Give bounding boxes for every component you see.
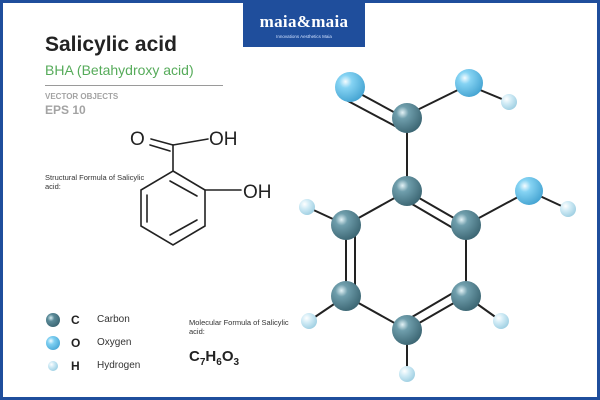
- hydrogen-atom-icon: [501, 94, 517, 110]
- logo-tagline: Innovations Aesthetics Maia: [276, 34, 332, 39]
- formula-h: H: [205, 348, 217, 365]
- eps-version-label: EPS 10: [45, 103, 86, 117]
- carbon-atom-icon: [331, 281, 361, 311]
- structural-formula-diagram: O OH OH: [130, 129, 272, 246]
- carbon-atom-icon: [392, 176, 422, 206]
- ball-and-stick-model: [299, 69, 576, 382]
- formula-o-count: 3: [233, 357, 240, 368]
- carbon-atom-icon: [451, 281, 481, 311]
- legend-hydrogen: H Hydrogen: [45, 358, 195, 374]
- carbon-atom-icon: [331, 210, 361, 240]
- carbon-atom-icon: [451, 210, 481, 240]
- formula-h-count: 6: [216, 357, 222, 368]
- page-subtitle: BHA (Betahydroxy acid): [45, 62, 194, 78]
- legend-oxygen-symbol: O: [71, 336, 81, 350]
- formula-o: O: [221, 348, 234, 365]
- legend-oxygen-name: Oxygen: [97, 337, 132, 348]
- legend-hydrogen-name: Hydrogen: [97, 360, 141, 371]
- brand-logo[interactable]: maia&maia Innovations Aesthetics Maia: [243, 3, 365, 47]
- oh-top-label: OH: [209, 129, 238, 150]
- formula-c: C: [189, 348, 200, 365]
- molecular-formula-label: Molecular Formula of Salicylic acid:: [189, 318, 289, 337]
- oxygen-atom-icon: [46, 336, 60, 350]
- oxygen-atom-icon: [455, 69, 483, 97]
- oxygen-atom-icon: [335, 72, 365, 102]
- hydrogen-atom-icon: [299, 199, 315, 215]
- vector-objects-label: VECTOR OBJECTS: [45, 92, 119, 101]
- carbon-atom-icon: [392, 315, 422, 345]
- hydrogen-atom-icon: [493, 313, 509, 329]
- hydrogen-atom-icon: [399, 366, 415, 382]
- header-divider: [45, 85, 223, 86]
- legend-carbon-symbol: C: [71, 313, 80, 327]
- legend-carbon-name: Carbon: [97, 314, 130, 325]
- hydrogen-atom-icon: [48, 361, 58, 371]
- page-title: Salicylic acid: [45, 33, 177, 56]
- carbon-atom-icon: [392, 103, 422, 133]
- legend-oxygen: O Oxygen: [45, 335, 195, 351]
- hydrogen-atom-icon: [560, 201, 576, 217]
- formula-c-count: 7: [199, 357, 206, 368]
- legend-carbon: C Carbon: [45, 312, 195, 328]
- legend-hydrogen-symbol: H: [71, 359, 80, 373]
- structural-formula-label: Structural Formula of Salicylic acid:: [45, 173, 145, 192]
- oxygen-atom-icon: [515, 177, 543, 205]
- molecular-formula: C7H6O3: [189, 348, 239, 368]
- logo-text: maia&maia: [259, 12, 349, 31]
- hydrogen-atom-icon: [301, 313, 317, 329]
- oxygen-label: O: [130, 129, 145, 150]
- oh-right-label: OH: [243, 182, 272, 203]
- carbon-atom-icon: [46, 313, 60, 327]
